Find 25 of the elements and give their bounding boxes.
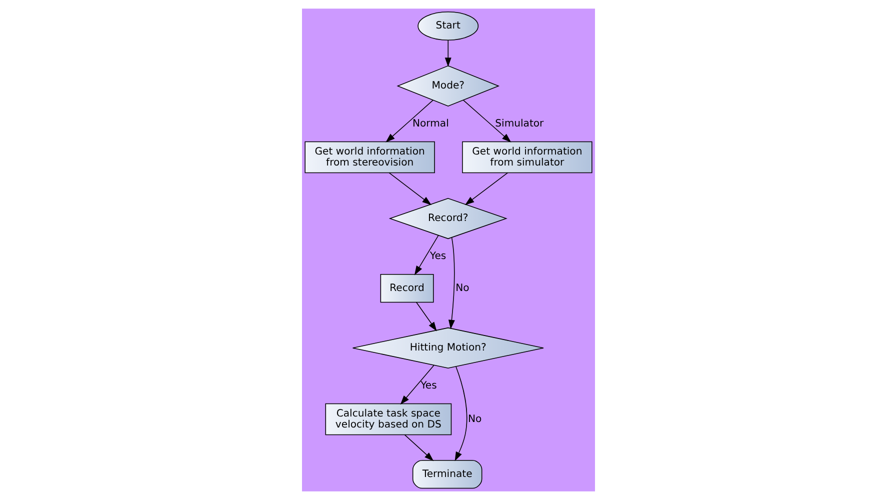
- node-diamond: Mode?: [396, 65, 500, 107]
- node-box: Terminate: [412, 460, 482, 489]
- arrow: [388, 172, 432, 206]
- arrow: [414, 235, 438, 276]
- arrow: [444, 40, 451, 67]
- edge-label: Simulator: [494, 118, 544, 130]
- node-box: Get world information from simulator: [462, 141, 592, 174]
- arrow: [404, 434, 434, 462]
- edge-label: No: [468, 414, 482, 425]
- edge-label: Yes: [429, 251, 446, 262]
- arrow: [385, 100, 433, 142]
- arrow: [454, 366, 467, 462]
- edge-label: Normal: [412, 118, 448, 130]
- arrow: [448, 237, 454, 330]
- node-box: Record: [380, 274, 434, 303]
- arrow: [400, 364, 434, 405]
- edge-label: No: [455, 282, 469, 294]
- node-diamond: Hitting Motion?: [352, 327, 544, 369]
- arrow: [464, 172, 508, 206]
- node-box: Calculate task space velocity based on DS: [324, 403, 452, 436]
- arrow: [415, 302, 436, 332]
- edge-label: Yes: [420, 380, 436, 392]
- node-box: Get world information from stereovision: [304, 141, 434, 174]
- node-ellipse: Start: [417, 11, 478, 41]
- arrow: [462, 100, 511, 142]
